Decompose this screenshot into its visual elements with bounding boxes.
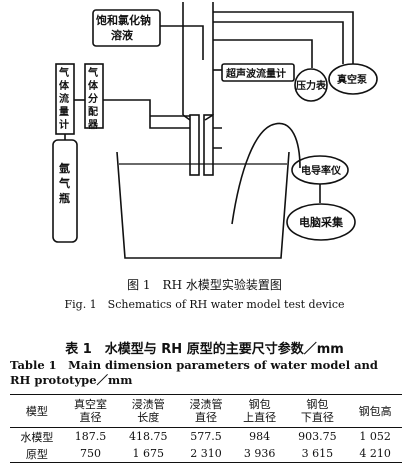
table-header-row: 模型 真空室直径 浸渍管长度 浸渍管直径 钢包上直径 钢包下直径 钢包高 (10, 394, 402, 428)
snorkel-up (189, 114, 200, 176)
table-cell: 903.75 (298, 430, 337, 443)
header-snorkel-diameter: 浸渍管直径 (189, 398, 223, 424)
table-cell: 2 310 (190, 447, 222, 460)
svg-text:分: 分 (88, 92, 98, 105)
table-row: 原型 750 1 675 2 310 3 936 3 615 4 210 (10, 445, 402, 463)
table-cell: 750 (80, 447, 102, 460)
vacuum-line-1 (213, 11, 354, 64)
rh-apparatus-diagram: 饱和氯化钠 溶液 超声波流量计 压力表 真空泵 气 体 流 量 计 气 (52, 2, 378, 259)
header-ladle-top-diameter: 钢包上直径 (243, 398, 277, 424)
svg-text:体: 体 (88, 79, 99, 92)
dimension-table: 模型 真空室直径 浸渍管长度 浸渍管直径 钢包上直径 钢包下直径 钢包高 水模型… (10, 394, 402, 463)
table-cell: 1 052 (359, 430, 391, 443)
nacl-label-2: 溶液 (111, 28, 134, 42)
svg-text:体: 体 (59, 79, 70, 92)
svg-text:量: 量 (59, 105, 69, 118)
svg-text:气: 气 (58, 66, 69, 79)
svg-text:流: 流 (59, 92, 69, 105)
computer-acquisition (286, 203, 356, 241)
table-title-en: Table 1 Main dimension parameters of wat… (10, 358, 405, 388)
pressure-gauge-label: 压力表 (296, 79, 327, 92)
figure-caption-en: Fig. 1 Schematics of RH water model test… (64, 298, 345, 311)
argon-cylinder (52, 139, 78, 243)
table-cell: 1 675 (132, 447, 165, 460)
table-cell: 3 936 (243, 447, 276, 460)
header-model: 模型 (25, 404, 48, 418)
table-cell: 原型 (25, 447, 48, 461)
svg-text:气: 气 (87, 66, 98, 79)
computer-acquisition-label: 电脑采集 (299, 215, 344, 229)
svg-text:氩: 氩 (58, 161, 70, 175)
svg-text:配: 配 (88, 106, 98, 118)
pressure-gauge (294, 68, 328, 102)
ultrasonic-flowmeter-label: 超声波流量计 (225, 67, 286, 80)
table-title-cn: 表 1 水模型与 RH 原型的主要尺寸参数／mm (65, 342, 344, 357)
table-cell: 577.5 (190, 430, 222, 443)
table-row: 水模型 187.5 418.75 577.5 984 903.75 1 052 (10, 428, 402, 446)
table-cell: 984 (249, 430, 271, 443)
ladle (116, 151, 290, 259)
header-snorkel-length: 浸渍管长度 (131, 398, 165, 424)
svg-text:计: 计 (59, 118, 69, 131)
vacuum-pump-label: 真空泵 (337, 73, 368, 86)
conductivity-probe (231, 122, 301, 225)
vacuum-pump (328, 63, 378, 95)
svg-text:器: 器 (87, 119, 99, 131)
snorkel-down (203, 114, 214, 176)
table-cell: 4 210 (359, 447, 391, 460)
ultrasonic-flowmeter-box (221, 63, 295, 82)
nacl-feed-line (160, 25, 204, 60)
table-cell: 水模型 (20, 430, 54, 444)
header-ladle-height: 钢包高 (358, 404, 392, 418)
table-cell: 3 615 (301, 447, 334, 460)
header-vacuum-diameter: 真空室直径 (74, 398, 108, 424)
table-cell: 418.75 (129, 430, 168, 443)
vacuum-vessel (182, 2, 214, 115)
svg-text:气: 气 (58, 176, 70, 190)
svg-text:瓶: 瓶 (59, 191, 70, 205)
conductivity-meter-label: 电导率仪 (301, 164, 342, 177)
figure-caption-cn: 图 1 RH 水模型实验装置图 (127, 278, 282, 292)
nacl-label-1: 饱和氯化钠 (96, 13, 151, 27)
table-title-en-line1: Table 1 Main dimension parameters of wat… (10, 358, 378, 372)
vacuum-line-2 (213, 21, 344, 64)
header-ladle-bottom-diameter: 钢包下直径 (300, 398, 334, 424)
table-title-en-line2: RH prototype／mm (10, 373, 133, 387)
gas-distributor-box (84, 63, 104, 129)
table-cell: 187.5 (74, 430, 107, 443)
nacl-tank (92, 9, 161, 47)
